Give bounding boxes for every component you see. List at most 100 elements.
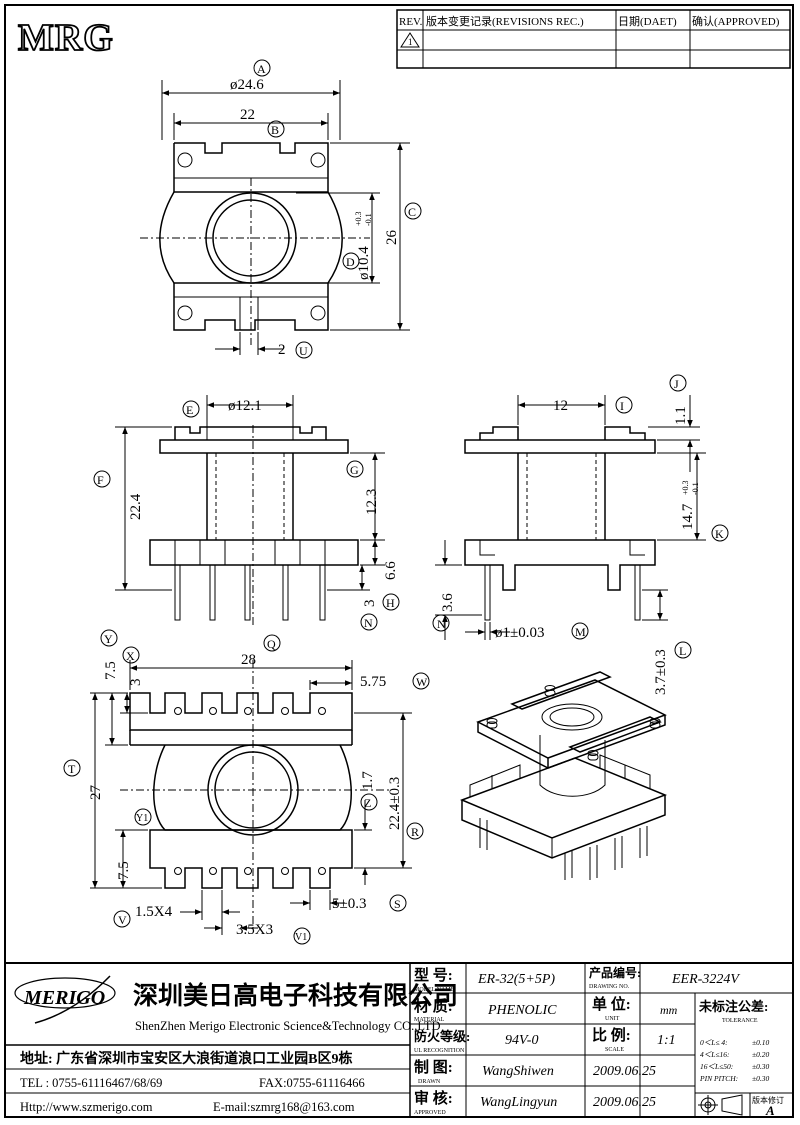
- dim-l-text: 3.7±0.3: [653, 649, 669, 695]
- dim-y1-text: 7.5: [116, 861, 132, 880]
- label-a: A: [257, 62, 266, 76]
- dim-d-minus: -0.1: [364, 213, 373, 226]
- label-e: E: [186, 403, 193, 417]
- dim-k-text: 14.7: [680, 503, 696, 530]
- dim-w-text: 5.75: [360, 674, 386, 690]
- label-f: F: [97, 473, 104, 487]
- company-tel: TEL : 0755-61116467/68/69: [20, 1076, 162, 1090]
- company-website: Http://www.szmerigo.com: [20, 1100, 153, 1114]
- dim-d-text: ø10.4: [356, 246, 372, 280]
- scale-label-cn: 比 例:: [592, 1026, 631, 1044]
- tolerance-value-2: ±0.30: [752, 1062, 769, 1071]
- drawn-label-en: DRAWN: [418, 1079, 441, 1085]
- model-label-cn: 型 号:: [414, 966, 453, 984]
- dim-e-text: ø12.1: [228, 398, 262, 414]
- tolerance-value-3: ±0.30: [752, 1074, 769, 1083]
- label-i: I: [620, 399, 624, 413]
- dim-m-text: ø1±0.03: [495, 625, 544, 641]
- drawn-date: 2009.06.25: [593, 1064, 656, 1079]
- label-h: H: [386, 596, 395, 610]
- label-q: Q: [267, 637, 276, 651]
- top-view: ø24.6 A 22 B 26 C ø10.4 +0.3 -0.1 D 2 U: [140, 59, 422, 359]
- title-block: MERIGO 深圳美日高电子科技有限公司 ShenZhen Merigo Ele…: [4, 962, 794, 1118]
- label-n-front: N: [364, 616, 373, 630]
- tolerance-label-cn: 未标注公差:: [698, 999, 768, 1014]
- dim-h-text: 3: [362, 600, 378, 608]
- company-fax: FAX:0755-61116466: [259, 1076, 365, 1090]
- label-u: U: [299, 344, 308, 358]
- date-header: 日期(DAET): [618, 15, 677, 28]
- drawing-no-value: EER-3224V: [671, 972, 740, 987]
- label-b: B: [271, 123, 279, 137]
- label-r: R: [411, 825, 419, 839]
- revision-header: 版本变更记录(REVISIONS REC.): [426, 14, 584, 28]
- approved-date: 2009.06.25: [593, 1095, 656, 1110]
- approved-value: WangLingyun: [480, 1095, 557, 1110]
- unit-label-cn: 单 位:: [592, 995, 631, 1013]
- label-g: G: [350, 463, 359, 477]
- sheet-border: [4, 4, 794, 1118]
- rev-label: 版本修订: [752, 1095, 784, 1105]
- drawing-no-label-en: DRAWING NO.: [589, 984, 630, 990]
- ul-label-cn: 防火等级:: [414, 1029, 470, 1044]
- unit-value: mm: [660, 1003, 678, 1017]
- label-c: C: [408, 205, 416, 219]
- tolerance-label-en: TOLERANCE: [722, 1018, 758, 1024]
- tolerance-value-1: ±0.20: [752, 1050, 769, 1059]
- label-z: Z: [364, 796, 371, 810]
- company-name-cn: 深圳美日高电子科技有限公司: [133, 981, 458, 1010]
- scale-value: 1:1: [657, 1033, 676, 1048]
- merigo-logo: MERIGO: [14, 975, 116, 1024]
- label-j: J: [674, 377, 679, 391]
- dim-u-text: 2: [278, 342, 286, 358]
- dim-6-6-text: 6.6: [383, 561, 399, 580]
- ul-label-en: UL RECOGNITION: [414, 1048, 465, 1054]
- company-email: E-mail:szmrg168@163.com: [213, 1100, 355, 1114]
- projection-symbol-icon: [698, 1094, 743, 1116]
- label-y: Y: [104, 632, 113, 646]
- label-y1: Y1: [136, 813, 148, 824]
- svg-text:MRG: MRG: [18, 17, 114, 59]
- dim-j-text: 1.1: [673, 406, 689, 425]
- dim-n-text: 3.6: [440, 593, 456, 612]
- label-k: K: [715, 527, 724, 541]
- approved-header: 确认(APPROVED): [692, 15, 780, 28]
- drawing-no-label-cn: 产品编号:: [589, 965, 641, 980]
- dim-a-text: ø24.6: [230, 77, 264, 93]
- revision-number: 1: [408, 37, 413, 47]
- company-address: 地址: 广东省深圳市宝安区大浪街道浪口工业园B区9栋: [20, 1050, 353, 1067]
- revision-table: REV. 版本变更记录(REVISIONS REC.) 日期(DAET) 确认(…: [396, 9, 791, 69]
- material-label-cn: 材 质:: [414, 997, 453, 1015]
- label-d: D: [346, 255, 355, 269]
- rev-header: REV.: [399, 16, 423, 28]
- drawn-value: WangShiwen: [482, 1064, 554, 1079]
- approved-label-en: APPROVED: [414, 1110, 446, 1116]
- label-s: S: [394, 897, 401, 911]
- dim-v-text: 1.5X4: [135, 904, 173, 920]
- label-l: L: [679, 644, 686, 658]
- company-name-en: ShenZhen Merigo Electronic Science&Techn…: [135, 1019, 441, 1033]
- dim-y-text: 7.5: [103, 661, 119, 680]
- dim-b-text: 22: [240, 107, 255, 123]
- dim-22-4-text: 22.4±0.3: [387, 777, 403, 830]
- dim-d-plus: +0.3: [354, 211, 363, 226]
- ul-value: 94V-0: [505, 1033, 538, 1048]
- dim-1-7-text: 1.7: [360, 771, 376, 790]
- model-value: ER-32(5+5P): [477, 972, 555, 987]
- dim-g-text: 12.3: [364, 489, 380, 515]
- dim-k-minus: -0.1: [691, 482, 700, 495]
- label-m: M: [575, 625, 586, 639]
- dim-t-text: 27: [88, 785, 104, 801]
- label-n-side: N: [437, 617, 446, 631]
- dim-c-text: 26: [384, 230, 400, 246]
- mrg-logo: MRG: [17, 16, 114, 60]
- label-t: T: [68, 762, 76, 776]
- side-view: 12 I 1.1 J 14.7 +0.3 -0.1 K 3.6 N ø1±0.0…: [432, 374, 729, 695]
- tolerance-value-0: ±0.10: [752, 1038, 769, 1047]
- label-v: V: [118, 913, 127, 927]
- dim-f-text: 22.4: [128, 493, 144, 520]
- isometric-view: [459, 671, 668, 880]
- scale-label-en: SCALE: [605, 1047, 624, 1053]
- dim-v1-text: 3.5X3: [236, 922, 273, 938]
- label-w: W: [416, 675, 428, 689]
